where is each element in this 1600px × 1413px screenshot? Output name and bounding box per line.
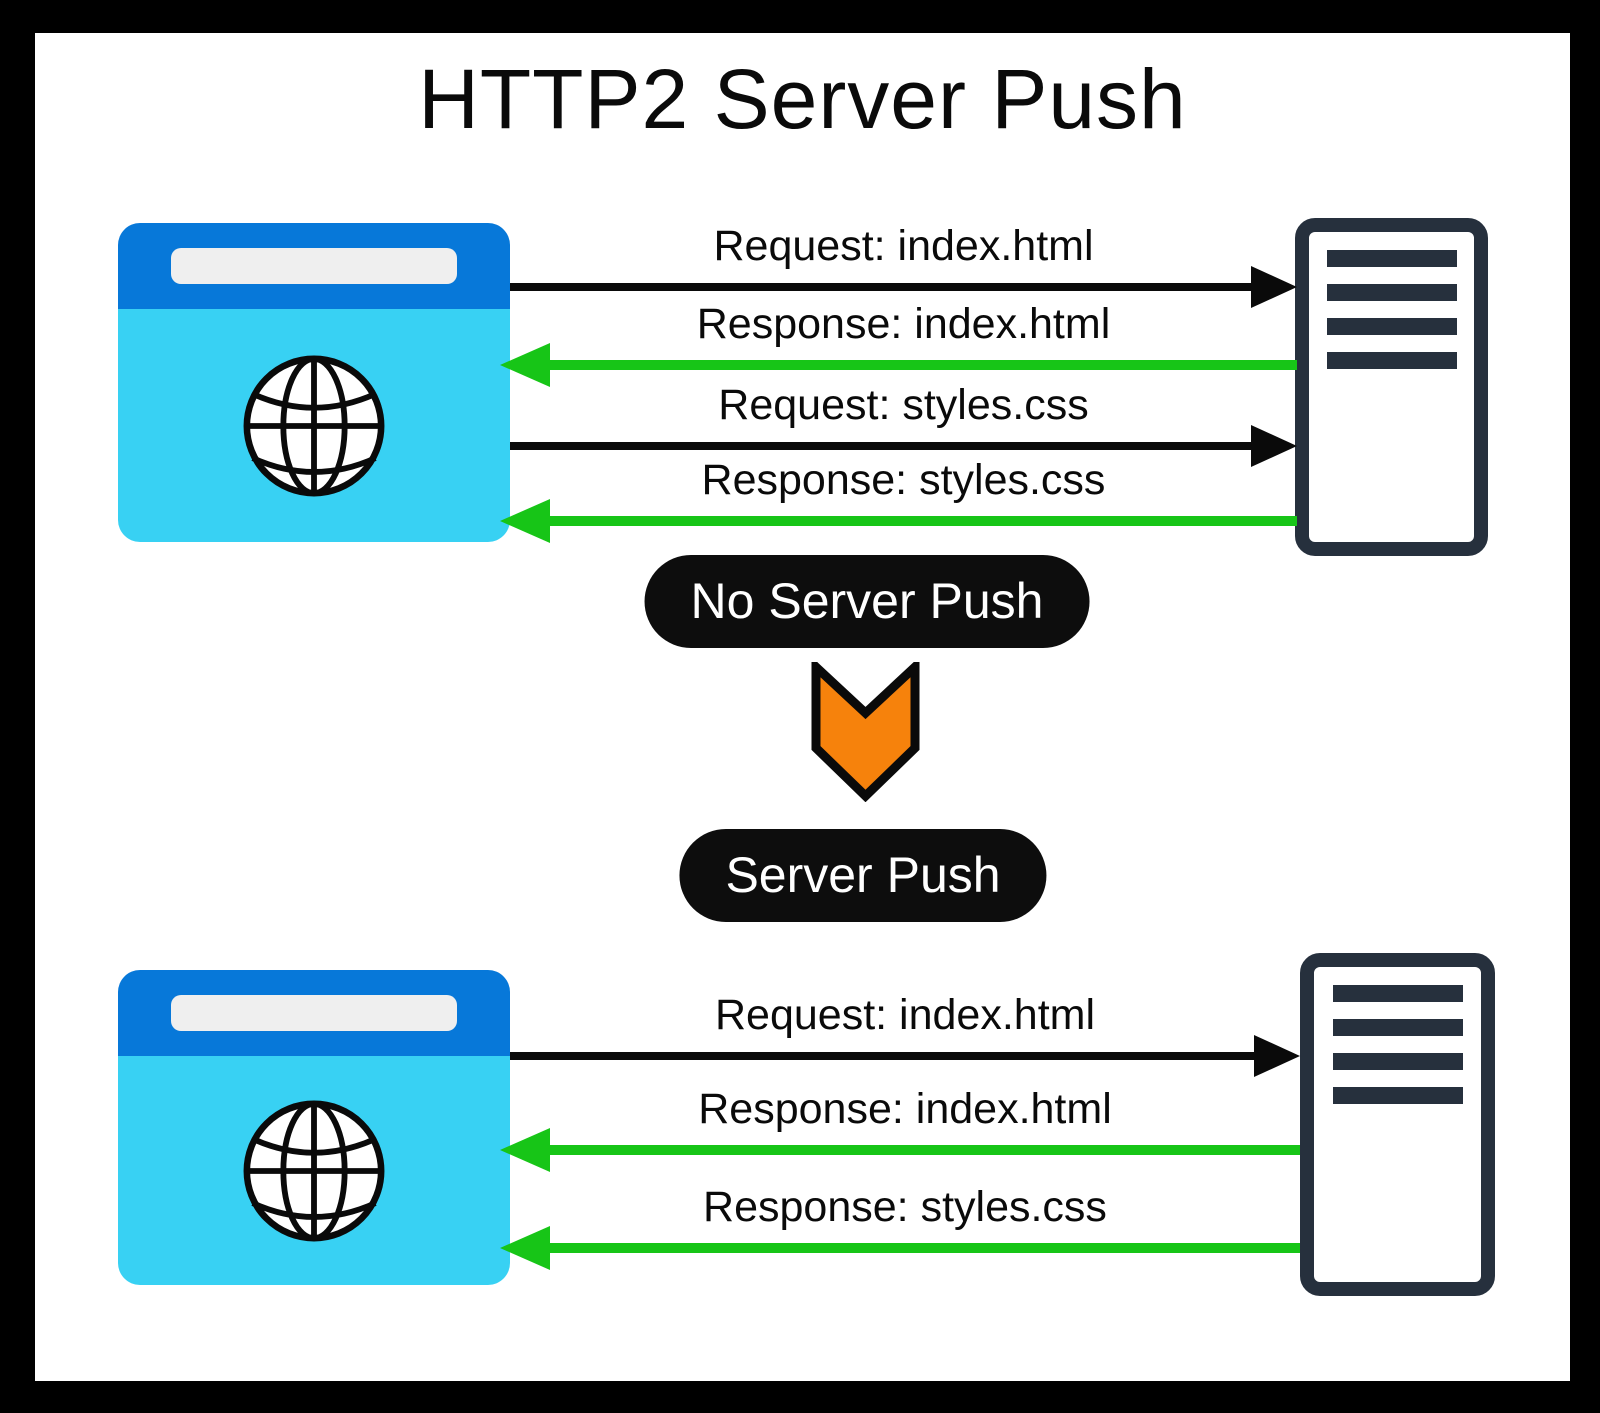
server-slot	[1332, 1053, 1463, 1070]
message-row: Request: index.html	[510, 990, 1300, 1077]
arrowhead-left-icon	[500, 1226, 550, 1270]
response-arrow	[500, 1226, 1300, 1270]
arrowhead-left-icon	[500, 1128, 550, 1172]
message-label: Request: styles.css	[718, 381, 1089, 429]
arrow-line	[540, 1243, 1300, 1253]
browser-titlebar	[118, 970, 510, 1056]
server-slot	[1326, 318, 1457, 335]
message-row: Response: styles.css	[500, 1182, 1300, 1270]
browser-icon	[118, 223, 510, 542]
message-row: Request: styles.css	[510, 380, 1297, 467]
globe-icon	[243, 1100, 385, 1241]
diagram-canvas: HTTP2 Server Push Request: index.html	[35, 33, 1570, 1381]
diagram-title: HTTP2 Server Push	[418, 52, 1187, 146]
message-label: Response: index.html	[696, 300, 1111, 348]
arrow-line	[540, 360, 1297, 370]
arrowhead-right-icon	[1251, 266, 1297, 308]
browser-body	[118, 1056, 510, 1285]
message-label: Request: index.html	[714, 991, 1096, 1039]
response-arrow	[500, 1128, 1300, 1172]
message-row: Response: index.html	[500, 299, 1297, 387]
arrow-line	[540, 516, 1297, 526]
no-server-push-badge: No Server Push	[644, 555, 1090, 648]
message-row: Response: styles.css	[500, 455, 1297, 543]
server-slot	[1332, 1087, 1463, 1104]
globe-icon	[243, 355, 385, 496]
address-bar	[171, 248, 457, 284]
message-row: Request: index.html	[510, 221, 1297, 308]
browser-icon	[118, 970, 510, 1285]
server-slot	[1332, 985, 1463, 1002]
server-slot	[1332, 1019, 1463, 1036]
server-slot	[1326, 352, 1457, 369]
browser-titlebar	[118, 223, 510, 309]
server-push-badge: Server Push	[679, 829, 1047, 922]
address-bar	[171, 995, 457, 1031]
server-slot	[1326, 284, 1457, 301]
arrow-line	[540, 1145, 1300, 1155]
request-arrow	[510, 424, 1297, 468]
response-arrow	[500, 343, 1297, 387]
arrow-line	[510, 1052, 1266, 1060]
arrow-line	[510, 442, 1263, 450]
arrow-line	[510, 283, 1263, 291]
arrowhead-left-icon	[500, 343, 550, 387]
message-label: Response: styles.css	[703, 1183, 1107, 1231]
server-slot	[1326, 250, 1457, 267]
browser-body	[118, 309, 510, 542]
down-chevron-icon	[811, 662, 920, 802]
server-icon	[1300, 953, 1495, 1296]
server-icon	[1295, 218, 1488, 556]
arrowhead-right-icon	[1254, 1035, 1300, 1077]
message-label: Request: index.html	[713, 222, 1094, 270]
request-arrow	[510, 265, 1297, 309]
message-row: Response: index.html	[500, 1084, 1300, 1172]
request-arrow	[510, 1034, 1300, 1078]
message-label: Response: styles.css	[701, 456, 1106, 504]
message-label: Response: index.html	[698, 1085, 1112, 1133]
response-arrow	[500, 499, 1297, 543]
arrowhead-left-icon	[500, 499, 550, 543]
arrowhead-right-icon	[1251, 425, 1297, 467]
